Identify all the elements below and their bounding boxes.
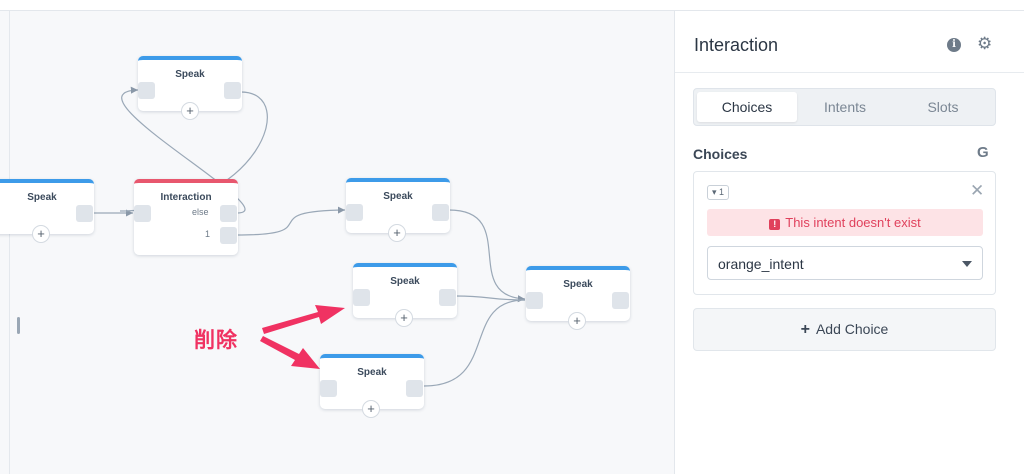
alert-icon: !	[769, 219, 781, 230]
add-step-button[interactable]: +	[395, 309, 413, 327]
plus-icon: +	[800, 321, 810, 338]
node-title: Interaction	[160, 192, 212, 203]
choice-number: 1	[719, 187, 725, 197]
annotation-label: 削除	[194, 328, 238, 352]
tab-intents[interactable]: Intents	[823, 99, 867, 115]
input-port[interactable]	[353, 289, 370, 306]
intent-select-value: orange_intent	[718, 256, 804, 272]
add-step-button[interactable]: +	[362, 400, 380, 418]
node-title: Speak	[27, 192, 57, 203]
node-title: Speak	[383, 191, 413, 202]
annotation-arrow-1	[262, 305, 345, 334]
annotation-arrow-2	[260, 336, 320, 369]
panel-tabs: Choices Intents Slots	[693, 88, 996, 126]
output-port[interactable]	[432, 204, 449, 221]
add-step-button[interactable]: +	[388, 224, 406, 242]
speak-node-left[interactable]: Speak +	[0, 179, 94, 243]
resize-handle[interactable]	[17, 317, 20, 334]
properties-panel: Interaction i ⚙ Choices Intents Slots Ch…	[674, 11, 1024, 474]
node-title: Speak	[357, 367, 387, 378]
tab-slots[interactable]: Slots	[927, 99, 959, 115]
link-speak-mid1-to-right	[448, 209, 526, 303]
add-step-button[interactable]: +	[181, 102, 199, 120]
output-port[interactable]	[76, 205, 93, 222]
top-bar	[0, 0, 1024, 11]
node-title: Speak	[390, 276, 420, 287]
output-port[interactable]	[439, 289, 456, 306]
add-step-button[interactable]: +	[32, 225, 50, 243]
node-title: Speak	[563, 279, 593, 290]
input-port[interactable]	[346, 204, 363, 221]
link-else-to-speak-top	[121, 86, 246, 214]
port-label-1: 1	[205, 229, 211, 239]
choice-card: ▾ 1 ✕ ! This intent doesn't exist orange_…	[693, 171, 996, 295]
link-speak-mid2-to-right	[455, 295, 526, 301]
choice-number-dropdown[interactable]: ▾ 1	[707, 185, 730, 200]
output-port-else[interactable]	[220, 205, 237, 222]
link-speak-bottom-to-right	[423, 299, 526, 387]
speak-node-right[interactable]: Speak +	[526, 266, 630, 330]
add-step-button[interactable]: +	[568, 312, 586, 330]
caret-down-icon	[962, 261, 972, 267]
output-port[interactable]	[612, 292, 629, 309]
output-port[interactable]	[406, 380, 423, 397]
panel-header: Interaction i ⚙	[675, 11, 1024, 73]
error-banner: ! This intent doesn't exist	[707, 209, 983, 236]
google-icon[interactable]: G	[977, 144, 989, 161]
add-choice-label: Add Choice	[815, 321, 889, 337]
port-label-else: else	[192, 207, 209, 217]
input-port[interactable]	[320, 380, 337, 397]
link-choice1-to-speak-mid1	[236, 206, 346, 236]
input-port[interactable]	[134, 205, 151, 222]
chevron-down-icon: ▾	[712, 187, 717, 197]
input-port[interactable]	[138, 82, 155, 99]
intent-select[interactable]: orange_intent	[707, 246, 983, 280]
speak-node-mid2[interactable]: Speak +	[353, 263, 457, 327]
interaction-node[interactable]: Interaction else 1	[134, 179, 238, 255]
flow-canvas[interactable]: Speak + Speak + Interaction else 1 Speak…	[0, 11, 674, 474]
connection-lines	[93, 86, 526, 387]
speak-node-bottom[interactable]: Speak +	[320, 354, 424, 418]
speak-node-mid1[interactable]: Speak +	[346, 178, 450, 242]
speak-node-top[interactable]: Speak +	[138, 56, 242, 120]
canvas-divider	[9, 11, 10, 474]
close-icon[interactable]: ✕	[970, 181, 985, 200]
section-label: Choices	[693, 146, 748, 162]
input-port[interactable]	[526, 292, 543, 309]
error-text: This intent doesn't exist	[785, 215, 921, 230]
output-port-1[interactable]	[220, 227, 237, 244]
gear-icon[interactable]: ⚙	[977, 34, 993, 53]
output-port[interactable]	[224, 82, 241, 99]
info-icon[interactable]: i	[947, 38, 961, 52]
add-choice-button[interactable]: + Add Choice	[693, 308, 996, 351]
panel-title: Interaction	[694, 35, 779, 55]
node-title: Speak	[175, 69, 205, 80]
tab-choices[interactable]: Choices	[697, 92, 797, 122]
